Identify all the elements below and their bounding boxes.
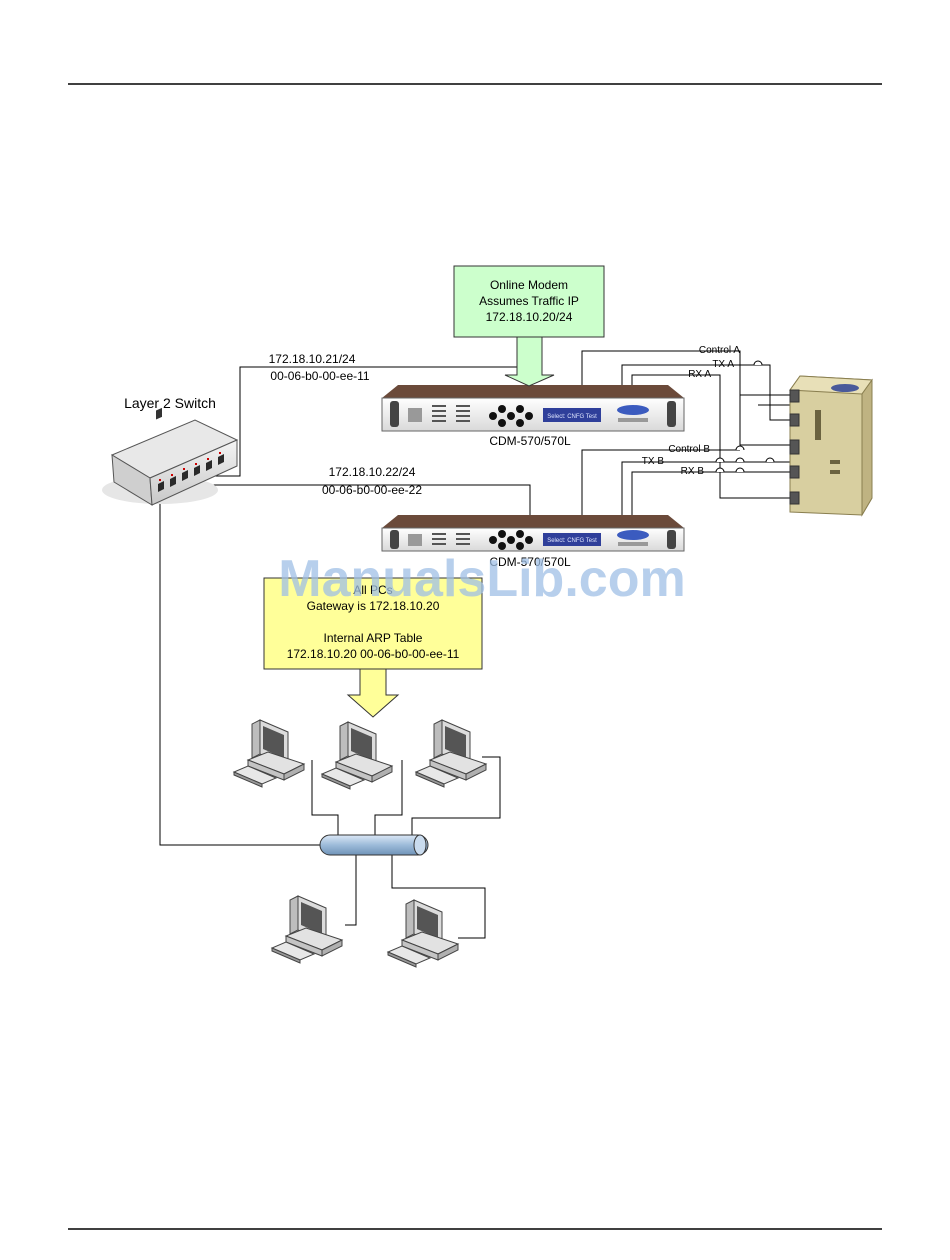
switch-label: Layer 2 Switch (124, 395, 216, 411)
cable-hops (715, 360, 775, 473)
label-control-b: Control B (668, 444, 710, 455)
modem-b-ip: 172.18.10.22/24 (329, 465, 416, 479)
callout-pcs-line2: Gateway is 172.18.10.20 (307, 599, 440, 613)
label-rx-b: RX B (681, 466, 705, 477)
callout-online-line3: 172.18.10.20/24 (486, 310, 573, 324)
callout-pcs-line1: All PCs (353, 583, 392, 597)
layer2-switch (102, 407, 239, 506)
switch-ports (158, 454, 224, 492)
label-rx-a: RX A (688, 369, 711, 380)
callout-pcs-line3: Internal ARP Table (324, 631, 423, 645)
pc-2 (320, 721, 394, 790)
modem-a: Select: CNFG Test (381, 385, 685, 432)
callout-online-modem: Online Modem Assumes Traffic IP 172.18.1… (453, 265, 605, 387)
callout-pcs-line4: 172.18.10.20 00-06-b0-00-ee-11 (287, 647, 460, 661)
redundancy-switch-unit (789, 375, 873, 517)
callout-online-line1: Online Modem (490, 278, 568, 292)
modem-a-label: CDM-570/570L (489, 434, 571, 448)
watermark: ManualsLib.com (278, 550, 685, 608)
label-control-a: Control A (699, 345, 740, 356)
modem-b-display: Select: CNFG Test (547, 538, 597, 544)
modem-a-mac: 00-06-b0-00-ee-11 (270, 369, 370, 383)
pc-4 (270, 895, 344, 964)
label-tx-b: TX B (642, 456, 665, 467)
pc-1 (232, 719, 306, 788)
modem-cabling (581, 350, 790, 515)
pc-3 (414, 719, 488, 788)
connection-labels: Control A TX A RX A Control B TX B RX B (642, 345, 741, 477)
label-tx-a: TX A (712, 359, 734, 370)
pc-5 (386, 899, 460, 968)
callout-pcs-gateway: All PCs Gateway is 172.18.10.20 Internal… (263, 577, 483, 718)
modem-b-mac: 00-06-b0-00-ee-22 (322, 483, 422, 497)
lan-bus (319, 834, 429, 856)
modem-b-label: CDM-570/570L (489, 555, 571, 569)
callout-online-line2: Assumes Traffic IP (479, 294, 579, 308)
modem-b: Select: CNFG Test (381, 515, 685, 552)
modem-a-display: Select: CNFG Test (547, 414, 597, 420)
modem-a-ip: 172.18.10.21/24 (269, 352, 356, 366)
network-links (159, 366, 531, 939)
